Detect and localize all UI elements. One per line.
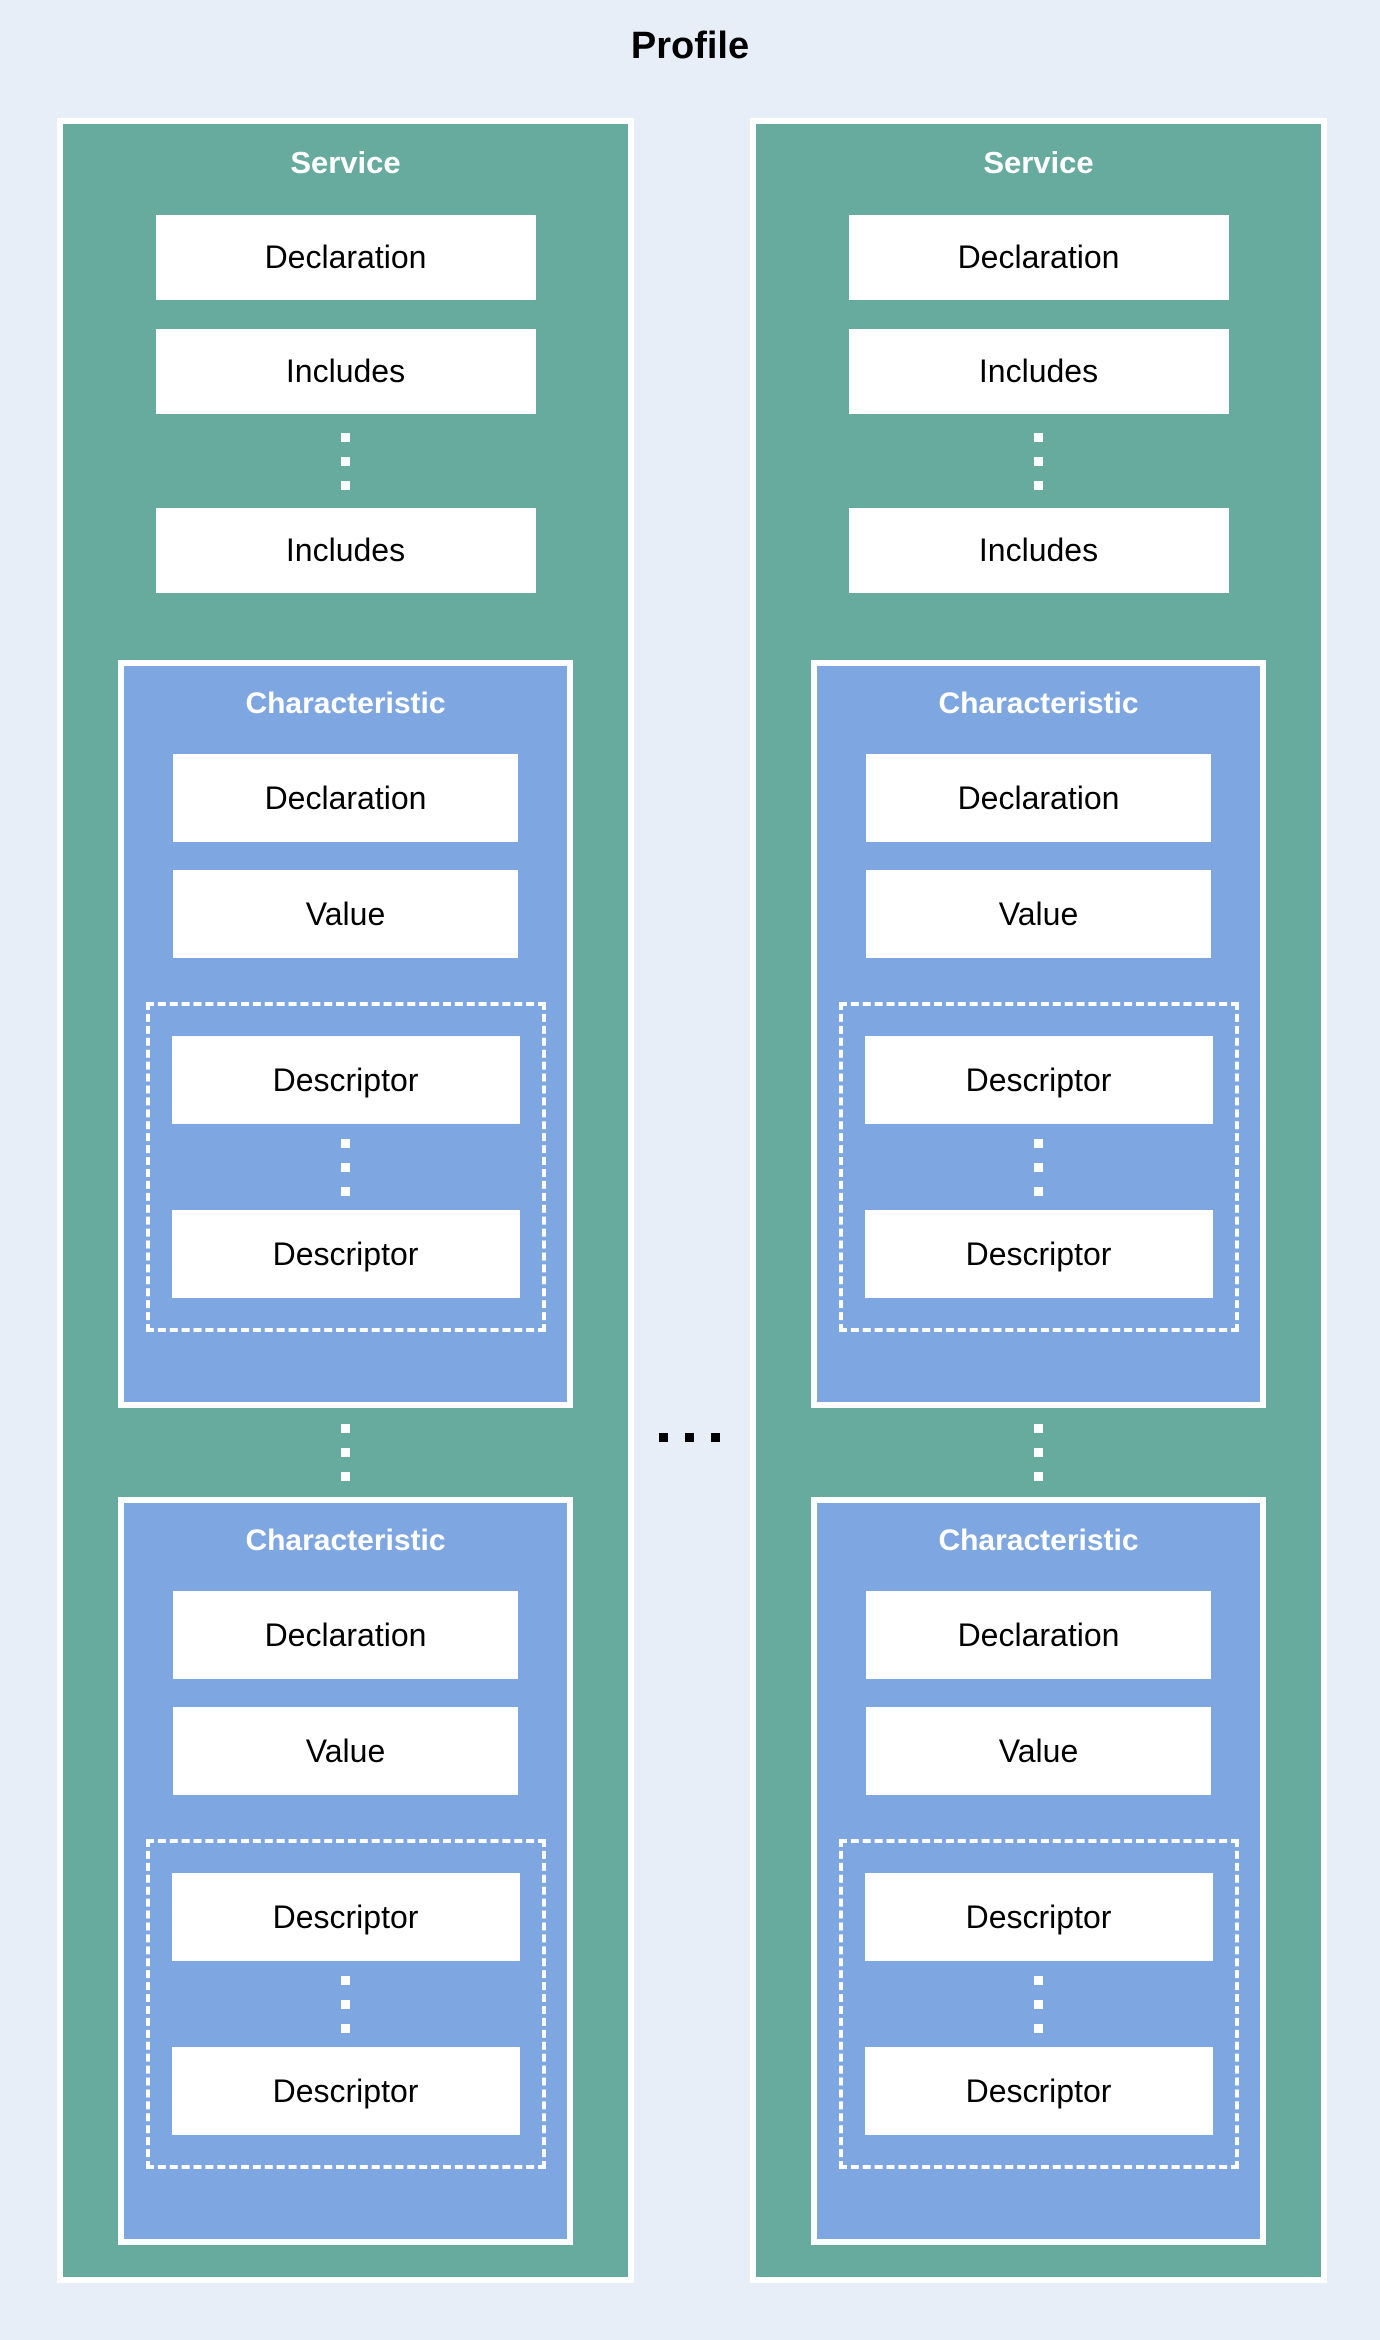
- characteristic-value-box: Value: [173, 1707, 518, 1795]
- service-includes-box: Includes: [848, 508, 1229, 593]
- descriptor-box: Descriptor: [864, 2047, 1213, 2135]
- service-includes-box: Includes: [155, 508, 536, 593]
- descriptor-box: Descriptor: [171, 1873, 520, 1961]
- characteristic-panel: Characteristic Declaration Value Descrip…: [811, 1497, 1266, 2245]
- characteristic-declaration-box: Declaration: [173, 1591, 518, 1679]
- characteristic-title: Characteristic: [938, 687, 1139, 720]
- ellipsis-dot: [341, 432, 350, 442]
- ellipsis-dot: [1034, 1472, 1043, 1481]
- descriptor-container: Descriptor Descriptor: [145, 1002, 546, 1332]
- ellipsis-dot: [1034, 1448, 1043, 1457]
- characteristic-title: Characteristic: [938, 1524, 1139, 1557]
- descriptor-container: Descriptor Descriptor: [838, 1002, 1239, 1332]
- vertical-ellipsis-icon: [1034, 1408, 1043, 1497]
- descriptor-box: Descriptor: [171, 2047, 520, 2135]
- characteristic-title: Characteristic: [245, 687, 446, 720]
- descriptor-box: Descriptor: [864, 1036, 1213, 1124]
- service-title: Service: [983, 145, 1094, 180]
- characteristic-declaration-box: Declaration: [173, 754, 518, 842]
- ellipsis-dot: [341, 456, 350, 466]
- characteristic-title: Characteristic: [245, 1524, 446, 1557]
- ellipsis-dot: [1034, 1138, 1043, 1148]
- vertical-ellipsis-icon: [341, 1124, 350, 1210]
- vertical-ellipsis-icon: [341, 414, 350, 508]
- descriptor-box: Descriptor: [864, 1210, 1213, 1298]
- ellipsis-dot: [341, 1138, 350, 1148]
- ellipsis-dot: [1034, 1162, 1043, 1172]
- characteristic-value-box: Value: [173, 870, 518, 958]
- diagram-title: Profile: [630, 25, 750, 67]
- service-includes-box: Includes: [848, 329, 1229, 414]
- ellipsis-dot: [659, 1433, 668, 1442]
- ellipsis-dot: [1034, 1424, 1043, 1433]
- ellipsis-dot: [341, 1186, 350, 1196]
- ellipsis-dot: [341, 1424, 350, 1433]
- service-declaration-box: Declaration: [155, 215, 536, 300]
- ellipsis-dot: [341, 480, 350, 490]
- descriptor-box: Descriptor: [171, 1210, 520, 1298]
- descriptor-container: Descriptor Descriptor: [145, 1839, 546, 2169]
- horizontal-ellipsis-icon: [659, 1433, 720, 1442]
- ellipsis-dot: [341, 1162, 350, 1172]
- ellipsis-dot: [1034, 1999, 1043, 2009]
- characteristic-panel: Characteristic Declaration Value Descrip…: [811, 660, 1266, 1408]
- service-declaration-box: Declaration: [848, 215, 1229, 300]
- ellipsis-dot: [1034, 2023, 1043, 2033]
- characteristic-declaration-box: Declaration: [866, 754, 1211, 842]
- characteristic-panel: Characteristic Declaration Value Descrip…: [118, 1497, 573, 2245]
- vertical-ellipsis-icon: [1034, 414, 1043, 508]
- ellipsis-dot: [711, 1433, 720, 1442]
- ellipsis-dot: [1034, 456, 1043, 466]
- characteristic-value-box: Value: [866, 1707, 1211, 1795]
- characteristic-value-box: Value: [866, 870, 1211, 958]
- descriptor-box: Descriptor: [864, 1873, 1213, 1961]
- ellipsis-dot: [341, 1999, 350, 2009]
- descriptor-container: Descriptor Descriptor: [838, 1839, 1239, 2169]
- service-title: Service: [290, 145, 401, 180]
- characteristic-declaration-box: Declaration: [866, 1591, 1211, 1679]
- vertical-ellipsis-icon: [1034, 1961, 1043, 2047]
- service-panel-left: Service Declaration Includes Includes Ch…: [57, 118, 634, 2283]
- ellipsis-dot: [1034, 1186, 1043, 1196]
- ellipsis-dot: [341, 1975, 350, 1985]
- descriptor-box: Descriptor: [171, 1036, 520, 1124]
- ellipsis-dot: [1034, 432, 1043, 442]
- ellipsis-dot: [341, 1472, 350, 1481]
- ellipsis-dot: [1034, 480, 1043, 490]
- vertical-ellipsis-icon: [341, 1961, 350, 2047]
- ellipsis-dot: [341, 1448, 350, 1457]
- ellipsis-dot: [685, 1433, 694, 1442]
- vertical-ellipsis-icon: [1034, 1124, 1043, 1210]
- ellipsis-dot: [341, 2023, 350, 2033]
- characteristic-panel: Characteristic Declaration Value Descrip…: [118, 660, 573, 1408]
- ellipsis-dot: [1034, 1975, 1043, 1985]
- vertical-ellipsis-icon: [341, 1408, 350, 1497]
- service-panel-right: Service Declaration Includes Includes Ch…: [750, 118, 1327, 2283]
- service-includes-box: Includes: [155, 329, 536, 414]
